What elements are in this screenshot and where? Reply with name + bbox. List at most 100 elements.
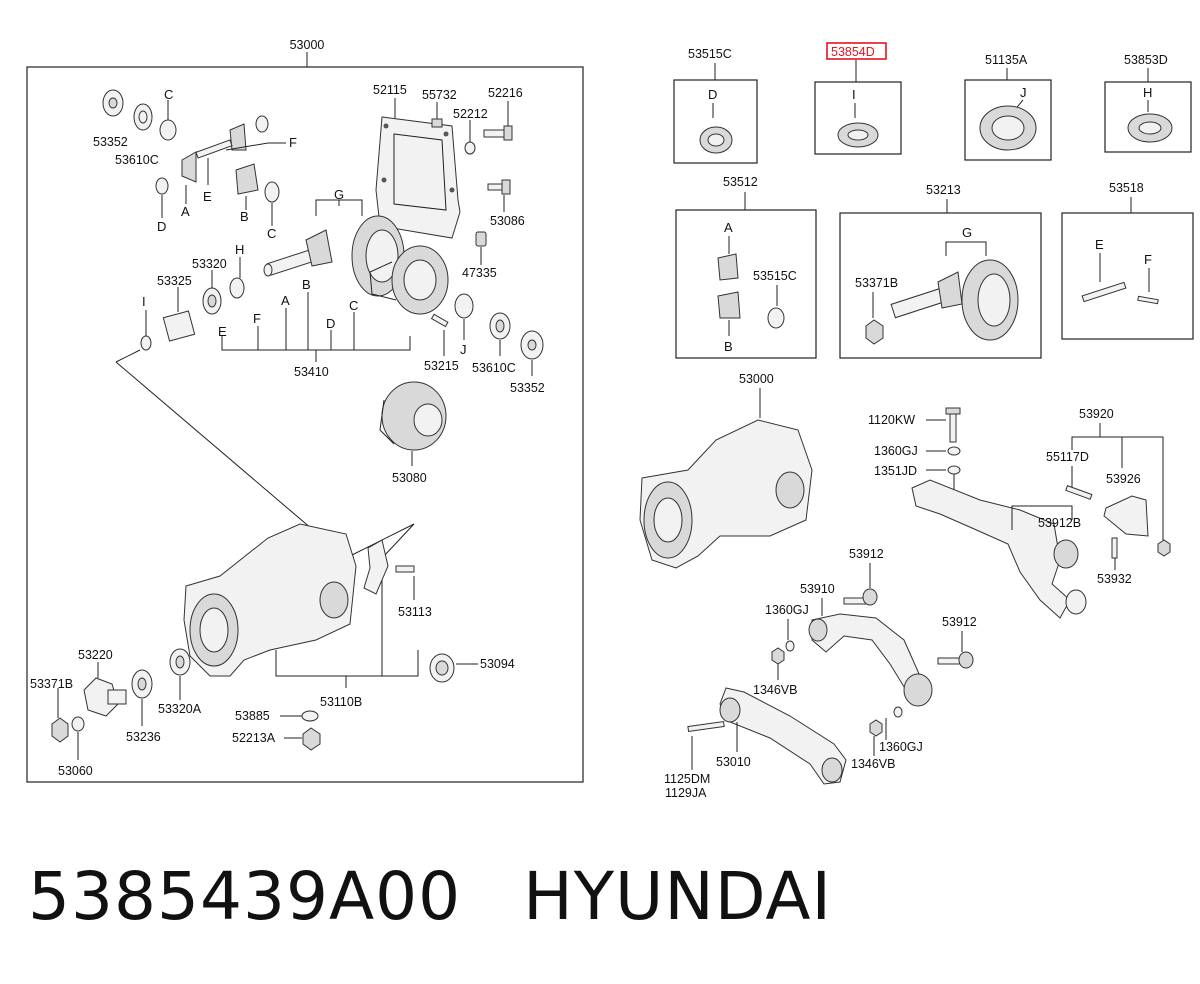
label-53320a: 53320A xyxy=(158,702,202,716)
label-kit-53371b: 53371B xyxy=(855,276,898,290)
letter-kit-d: D xyxy=(708,87,717,102)
bracket-53113-plate xyxy=(363,539,389,595)
letter-c-b: C xyxy=(267,226,276,241)
letter-kit-e: E xyxy=(1095,237,1104,252)
label-52216: 52216 xyxy=(488,86,523,100)
label-53094: 53094 xyxy=(480,657,515,671)
crossmember-53920 xyxy=(911,479,1071,619)
label-53910: 53910 xyxy=(800,582,835,596)
letter-kit-b: B xyxy=(724,339,733,354)
washer-53060 xyxy=(71,716,85,732)
label-53352-a: 53352 xyxy=(93,135,128,149)
label-kit-53515c: 53515C xyxy=(688,47,732,61)
label-53110b: 53110B xyxy=(320,695,362,709)
washer-d xyxy=(155,177,169,195)
label-53352-b: 53352 xyxy=(510,381,545,395)
drive-pinion-kit xyxy=(890,287,946,319)
letter-kit-g: G xyxy=(962,225,972,240)
kit-box-53213: 53213 G 53371B xyxy=(839,183,1042,359)
label-1360gj-b: 1360GJ xyxy=(765,603,809,617)
letter-i-a: I xyxy=(142,294,146,309)
breather-47335 xyxy=(475,231,487,247)
side-gear xyxy=(229,123,247,151)
kit-box-53853d: 53853D H xyxy=(1104,53,1192,153)
letter-b-b: B xyxy=(302,277,311,292)
nut-52213a xyxy=(302,727,321,751)
label-55732: 55732 xyxy=(422,88,457,102)
letter-e-b: E xyxy=(218,324,227,339)
shaft-e xyxy=(1081,281,1127,303)
cover-plate-52115 xyxy=(375,116,461,239)
label-kit-53518: 53518 xyxy=(1109,181,1144,195)
label-53912-b: 53912 xyxy=(942,615,977,629)
pinion-gear-b xyxy=(235,163,259,195)
label-52213a: 52213A xyxy=(232,731,276,745)
kit-box-53515c: 53515C D xyxy=(673,47,758,164)
gear-a xyxy=(717,253,739,281)
label-53912b: 53912B xyxy=(1038,516,1081,530)
label-53113: 53113 xyxy=(398,605,432,619)
kit-box-53518: 53518 E F xyxy=(1061,181,1194,340)
letter-e-a: E xyxy=(203,189,212,204)
label-53325: 53325 xyxy=(157,274,192,288)
label-53610c-b: 53610C xyxy=(472,361,516,375)
letter-kit-h: H xyxy=(1143,85,1152,100)
label-53080: 53080 xyxy=(392,471,427,485)
label-53010: 53010 xyxy=(716,755,751,769)
label-53885: 53885 xyxy=(235,709,270,723)
label-1360gj-c: 1360GJ xyxy=(879,740,923,754)
label-53926: 53926 xyxy=(1106,472,1141,486)
kit-box-53854d: 53854D I xyxy=(814,42,902,155)
label-53060: 53060 xyxy=(58,764,93,778)
letter-f-a: F xyxy=(289,135,297,150)
label-1346vb-a: 1346VB xyxy=(753,683,797,697)
mounting-assembly: 53000 1120KW 1360GJ 1351JD 53920 55117D … xyxy=(639,372,1171,800)
washer-1360gj-a xyxy=(947,446,961,456)
letter-c-a: C xyxy=(164,87,173,102)
letter-g-a: G xyxy=(334,187,344,202)
letter-c-c: C xyxy=(349,298,358,313)
letter-a-b: A xyxy=(281,293,290,308)
label-52115: 52115 xyxy=(373,83,407,97)
washer-1351jd xyxy=(947,465,961,475)
label-mount-53000: 53000 xyxy=(739,372,774,386)
label-kit-53515c-b: 53515C xyxy=(753,269,797,283)
label-53086: 53086 xyxy=(490,214,525,228)
nut-1346vb-b xyxy=(869,719,883,737)
bolt-1125dm xyxy=(687,720,725,733)
label-1125dm: 1125DM xyxy=(664,772,710,786)
nut-53371b xyxy=(51,717,69,743)
highlight-53854d xyxy=(826,42,887,60)
washer-c xyxy=(159,119,177,141)
pin-f xyxy=(1137,295,1159,305)
plug-55732 xyxy=(431,118,443,128)
label-53410: 53410 xyxy=(294,365,329,379)
nut-53371b-kit xyxy=(865,319,884,345)
letter-kit-i: I xyxy=(852,87,856,102)
label-1360gj-a: 1360GJ xyxy=(874,444,918,458)
kit-box-53512: 53512 A B 53515C xyxy=(675,175,817,359)
bolt-53215 xyxy=(430,313,449,328)
label-kit-51135a: 51135A xyxy=(985,53,1028,67)
bolt-53932 xyxy=(1111,537,1118,559)
part-number: 5385439A00 xyxy=(28,858,462,935)
arm-53910 xyxy=(811,613,921,691)
label-kit-53854d: 53854D xyxy=(831,45,875,59)
pinion-gear-a xyxy=(181,151,197,183)
label-53371b-a: 53371B xyxy=(30,677,73,691)
bolt-1120kw xyxy=(949,411,957,443)
label-kit-53512: 53512 xyxy=(723,175,758,189)
label-53236: 53236 xyxy=(126,730,161,744)
label-53920: 53920 xyxy=(1079,407,1114,421)
nut-1346vb-a xyxy=(771,647,785,665)
bolt-53912-b xyxy=(937,657,963,665)
label-main-assembly: 53000 xyxy=(290,38,325,52)
bushing-53912b xyxy=(1053,539,1079,569)
label-55117d: 55117D xyxy=(1046,450,1089,464)
letter-b-a: B xyxy=(240,209,249,224)
label-47335: 47335 xyxy=(462,266,497,280)
letter-kit-j: J xyxy=(1020,85,1027,100)
letter-kit-a: A xyxy=(724,220,733,235)
